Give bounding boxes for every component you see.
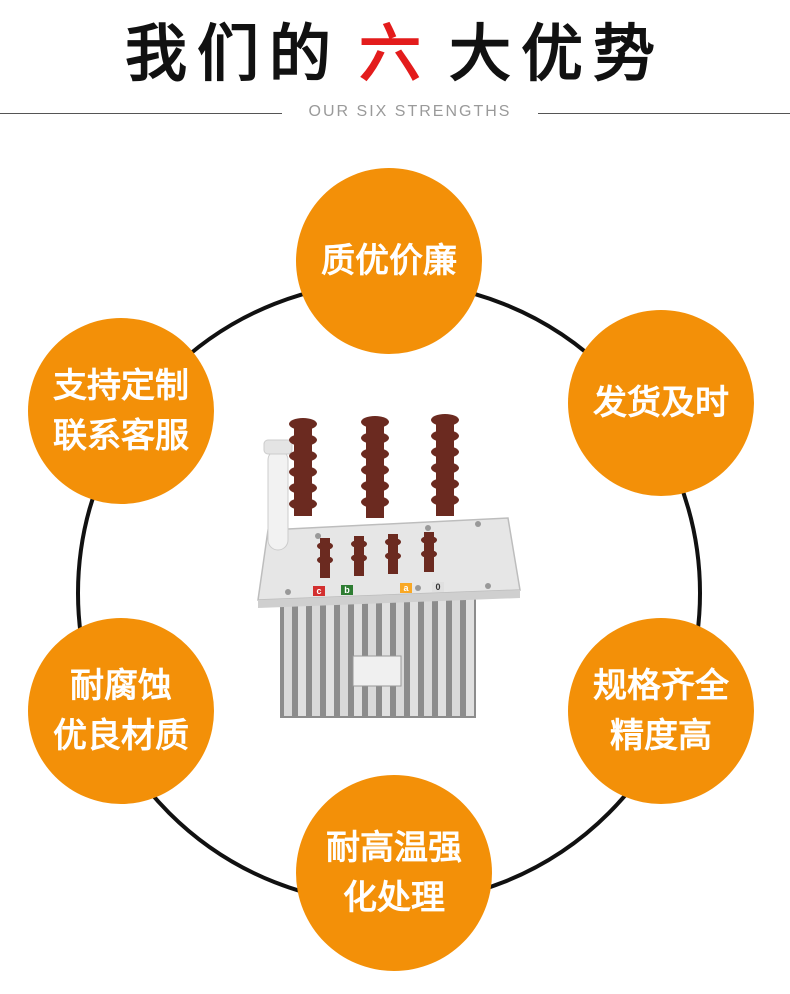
strength-6-line2: 化处理 bbox=[343, 878, 445, 918]
strength-corrosion-resistant: 耐腐蚀 优良材质 bbox=[28, 618, 214, 804]
strength-4-line1: 耐腐蚀 bbox=[70, 666, 172, 706]
strength-3-line1: 发货及时 bbox=[593, 383, 729, 423]
page-title: 我们的六大优势 bbox=[0, 14, 790, 94]
phase-label-b: b bbox=[344, 585, 350, 595]
title-accent: 六 bbox=[358, 17, 431, 90]
hv-bushing-middle bbox=[361, 416, 389, 518]
title-part-2: 大优势 bbox=[449, 17, 666, 90]
strength-6-line1: 耐高温强 bbox=[326, 828, 462, 868]
strength-4-line2: 优良材质 bbox=[53, 716, 189, 756]
conservator-pipe bbox=[263, 439, 293, 551]
phase-labels: c b a 0 bbox=[313, 582, 444, 596]
strength-customization: 支持定制 联系客服 bbox=[28, 318, 214, 504]
lv-bushings bbox=[317, 532, 437, 578]
hv-bushing-left bbox=[289, 418, 317, 516]
phase-label-a: a bbox=[403, 583, 409, 593]
radiator-fins bbox=[280, 596, 476, 718]
strength-heat-resistant: 耐高温强 化处理 bbox=[296, 775, 492, 971]
transformer-image: c b a 0 bbox=[257, 414, 521, 718]
strength-5-line2: 精度高 bbox=[610, 716, 712, 756]
subtitle-row: OUR SIX STRENGTHS bbox=[0, 101, 790, 125]
title-part-1: 我们的 bbox=[124, 17, 341, 90]
strength-complete-specs: 规格齐全 精度高 bbox=[568, 618, 754, 804]
strength-5-line1: 规格齐全 bbox=[593, 666, 729, 706]
strength-fast-delivery: 发货及时 bbox=[568, 310, 754, 496]
divider-right bbox=[538, 113, 790, 114]
strength-quality-price: 质优价廉 bbox=[296, 168, 482, 354]
strength-2-line1: 支持定制 bbox=[53, 366, 189, 406]
phase-label-c: c bbox=[316, 586, 321, 596]
subtitle: OUR SIX STRENGTHS bbox=[308, 103, 512, 120]
strength-2-line2: 联系客服 bbox=[53, 416, 189, 456]
strength-1-line1: 质优价廉 bbox=[321, 241, 457, 281]
phase-label-0: 0 bbox=[435, 582, 440, 592]
divider-left bbox=[0, 113, 282, 114]
hv-bushing-right bbox=[431, 414, 459, 516]
